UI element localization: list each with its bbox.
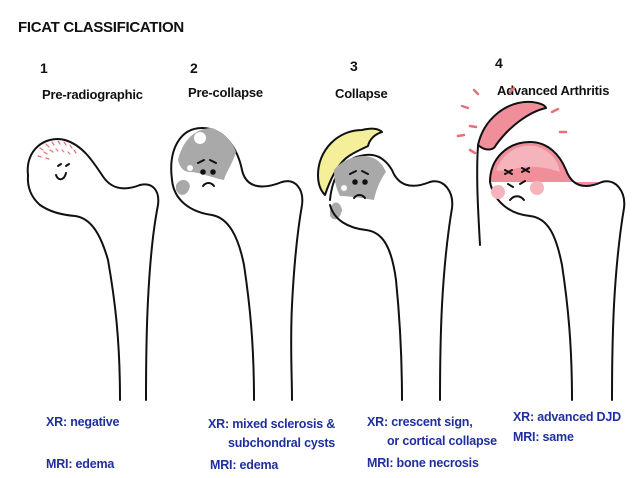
stage-2-xr-continued: subchondral cysts <box>228 436 336 450</box>
femur-3-drawing <box>317 126 454 401</box>
stage-4-mri: MRI: same <box>513 430 574 444</box>
femur-1-drawing <box>26 138 160 401</box>
stage-4-number: 4 <box>495 55 503 71</box>
page-title: FICAT CLASSIFICATION <box>18 19 184 36</box>
inflammation-marks <box>456 86 568 155</box>
stage-1-name: Pre-radiographic <box>42 87 143 102</box>
stage-2-xr: XR: mixed sclerosis & <box>208 417 336 431</box>
stage-3-mri: MRI: bone necrosis <box>367 456 479 470</box>
femur-2-drawing <box>170 127 304 401</box>
stage-1-xr: XR: negative <box>46 415 120 429</box>
stage-3-name: Collapse <box>335 86 388 101</box>
stage-3-number: 3 <box>350 58 358 74</box>
stage-2-number: 2 <box>190 60 198 76</box>
stage-2-mri: MRI: edema <box>210 458 279 472</box>
edema-marks <box>37 140 77 160</box>
stage-3-xr: XR: crescent sign, <box>367 415 473 429</box>
stage-1-mri: MRI: edema <box>46 457 115 471</box>
stage-4-xr: XR: advanced DJD <box>513 410 621 424</box>
stage-2-name: Pre-collapse <box>188 85 263 100</box>
stage-3-xr-continued: or cortical collapse <box>387 434 497 448</box>
stage-4-name: Advanced Arthritis <box>497 83 610 98</box>
stage-1-number: 1 <box>40 60 48 76</box>
femur-4-drawing <box>456 86 626 401</box>
